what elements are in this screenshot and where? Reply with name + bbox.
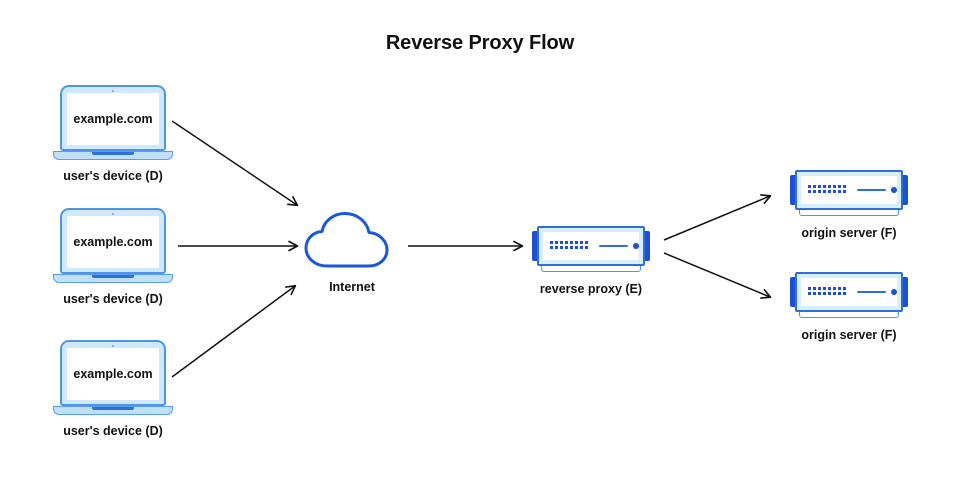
screen-url-text: example.com <box>73 235 153 249</box>
laptop-lid: example.com <box>60 85 166 151</box>
server-faceplate <box>801 176 897 204</box>
server-left-tab <box>532 231 541 261</box>
page-title: Reverse Proxy Flow <box>385 32 575 54</box>
server-body <box>790 170 908 210</box>
screen-url-text: example.com <box>73 112 153 126</box>
arrow-proxy-to-origin-1 <box>663 194 772 241</box>
reverse-proxy[interactable]: reverse proxy (E) <box>526 226 656 296</box>
server-foot <box>799 210 899 216</box>
laptop-screen: example.com <box>67 348 159 400</box>
server-vent-grid <box>550 241 590 251</box>
laptop-lid: example.com <box>60 340 166 406</box>
client-device-3[interactable]: example.com user's device (D) <box>53 340 173 438</box>
webcam-icon <box>111 344 115 347</box>
client-device-1-label: user's device (D) <box>63 169 163 183</box>
cloud-icon <box>304 212 389 268</box>
laptop-notch <box>92 275 134 278</box>
internet-cloud-label: Internet <box>329 280 375 294</box>
arrow-client-1-to-internet <box>171 120 299 207</box>
screen-url-text: example.com <box>73 367 153 381</box>
server-faceplate <box>801 278 897 306</box>
server-led-icon <box>891 187 897 193</box>
origin-server-2[interactable]: origin server (F) <box>784 272 914 342</box>
server-slot-line <box>599 245 629 247</box>
server-slot-line <box>857 189 887 191</box>
server-led-icon <box>633 243 639 249</box>
client-device-2[interactable]: example.com user's device (D) <box>53 208 173 306</box>
origin-server-2-label: origin server (F) <box>801 328 897 342</box>
server-vent-grid <box>808 287 848 297</box>
server-left-tab <box>790 277 799 307</box>
server-right-tab <box>899 175 908 205</box>
client-device-1[interactable]: example.com user's device (D) <box>53 85 173 183</box>
laptop-lid: example.com <box>60 208 166 274</box>
laptop-notch <box>92 152 134 155</box>
client-device-3-label: user's device (D) <box>63 424 163 438</box>
server-chassis <box>795 272 903 312</box>
server-right-tab <box>641 231 650 261</box>
webcam-icon <box>111 89 115 92</box>
origin-server-1[interactable]: origin server (F) <box>784 170 914 240</box>
laptop-base <box>53 406 173 415</box>
server-slot-line <box>857 291 887 293</box>
reverse-proxy-label: reverse proxy (E) <box>539 282 643 296</box>
server-led-icon <box>891 289 897 295</box>
laptop-notch <box>92 407 134 410</box>
server-chassis <box>537 226 645 266</box>
laptop-screen: example.com <box>67 93 159 145</box>
server-chassis <box>795 170 903 210</box>
server-foot <box>799 312 899 318</box>
origin-server-1-label: origin server (F) <box>801 226 897 240</box>
server-vent-grid <box>808 185 848 195</box>
laptop-base <box>53 151 173 160</box>
arrow-client-3-to-internet <box>171 284 297 378</box>
internet-cloud[interactable]: Internet <box>297 208 407 294</box>
server-body <box>532 226 650 266</box>
server-faceplate <box>543 232 639 260</box>
arrow-proxy-to-origin-2 <box>663 252 772 299</box>
laptop-screen: example.com <box>67 216 159 268</box>
server-left-tab <box>790 175 799 205</box>
server-right-tab <box>899 277 908 307</box>
server-foot <box>541 266 641 272</box>
webcam-icon <box>111 212 115 215</box>
laptop-base <box>53 274 173 283</box>
client-device-2-label: user's device (D) <box>63 292 163 306</box>
server-body <box>790 272 908 312</box>
